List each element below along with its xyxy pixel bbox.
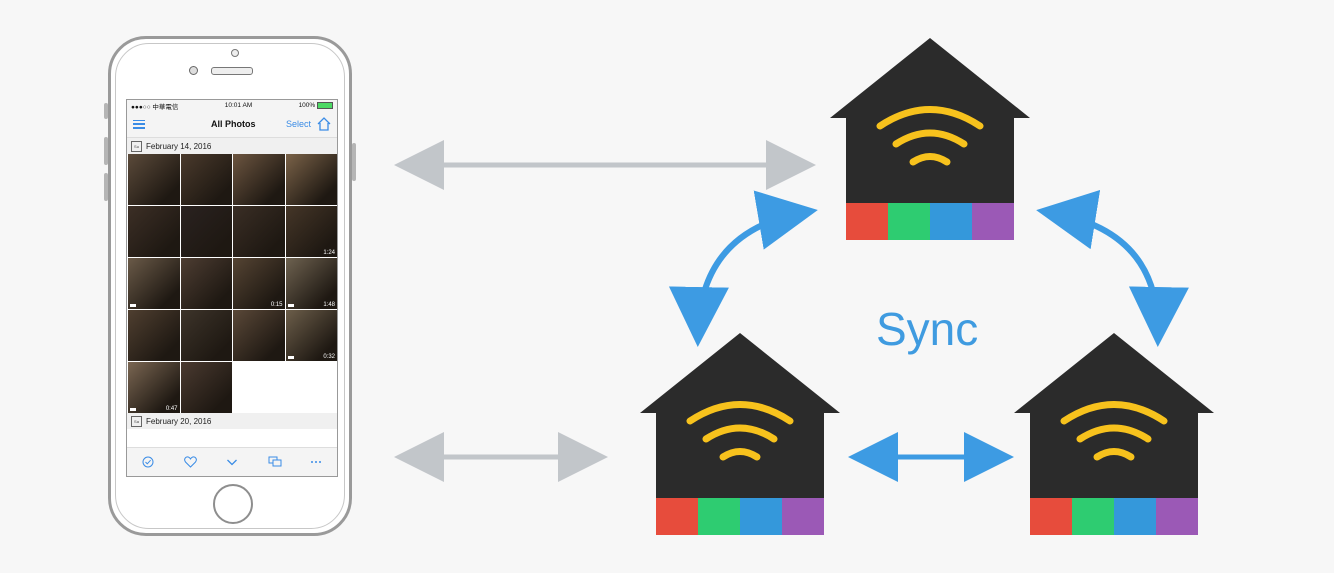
- phone-screen: ●●●○○ 中華電信 10:01 AM 100% All Photos Sele…: [126, 99, 338, 477]
- sync-arrow-top-right: [1036, 190, 1189, 347]
- speech-bubbles-icon[interactable]: [268, 456, 282, 468]
- front-camera: [189, 66, 198, 75]
- calendar-icon: Su: [131, 140, 142, 152]
- battery-label: 100%: [298, 102, 316, 110]
- video-duration: 0:47: [165, 406, 178, 412]
- photo-grid: 1:24 0:15 1:48 0:32 0:47: [127, 154, 337, 413]
- section-date: February 14, 2016: [146, 141, 212, 151]
- battery-indicator: 100%: [298, 101, 333, 110]
- photo-thumbnail[interactable]: 0:32: [285, 310, 337, 361]
- photo-thumbnail[interactable]: [180, 258, 232, 309]
- phone-volume-down: [104, 173, 108, 201]
- empty-cell: [233, 362, 285, 413]
- phone-side-button: [104, 103, 108, 119]
- photo-thumbnail[interactable]: 0:47: [128, 362, 180, 413]
- photo-thumbnail[interactable]: [180, 362, 232, 413]
- section-header-feb20: Sa February 20, 2016: [127, 413, 337, 429]
- photo-thumbnail[interactable]: [233, 154, 285, 205]
- clock-label: 10:01 AM: [224, 102, 253, 109]
- video-duration: 1:48: [323, 302, 335, 308]
- photo-thumbnail[interactable]: 0:15: [233, 258, 285, 309]
- video-duration: 1:24: [323, 250, 335, 256]
- photo-thumbnail[interactable]: 1:48: [285, 258, 337, 309]
- hamburger-icon[interactable]: [133, 119, 145, 129]
- photo-thumbnail[interactable]: [128, 154, 180, 205]
- photo-thumbnail[interactable]: [128, 258, 180, 309]
- house-bottom-left-icon: [640, 333, 840, 535]
- photo-thumbnail[interactable]: [233, 310, 285, 361]
- speaker-grille: [211, 67, 253, 75]
- earpiece-dot: [231, 49, 239, 57]
- section-date: February 20, 2016: [146, 416, 212, 426]
- section-header-feb14: Su February 14, 2016: [127, 138, 337, 154]
- photo-thumbnail[interactable]: [233, 206, 285, 257]
- photo-thumbnail[interactable]: 1:24: [285, 206, 337, 257]
- photo-thumbnail[interactable]: [180, 206, 232, 257]
- phone-volume-up: [104, 137, 108, 165]
- carrier-label: ●●●○○ 中華電信: [131, 103, 179, 111]
- photo-thumbnail[interactable]: [180, 154, 232, 205]
- sync-arrow-top-left: [668, 190, 818, 347]
- video-camera-icon: [287, 304, 294, 307]
- empty-cell: [285, 362, 337, 413]
- bottom-toolbar: [127, 447, 337, 476]
- nav-title: All Photos: [211, 119, 256, 129]
- check-circle-icon[interactable]: [142, 456, 154, 468]
- home-button[interactable]: [213, 484, 253, 524]
- heart-icon[interactable]: [184, 456, 197, 468]
- phone-bezel: [115, 43, 345, 529]
- chevron-down-icon[interactable]: [226, 456, 238, 468]
- video-camera-icon: [130, 304, 136, 307]
- photo-thumbnail[interactable]: [285, 154, 337, 205]
- photo-thumbnail[interactable]: [180, 310, 232, 361]
- photo-thumbnail[interactable]: [128, 310, 180, 361]
- battery-icon: [317, 101, 333, 109]
- phone-power-button: [352, 143, 356, 181]
- house-top-icon: [830, 38, 1030, 240]
- house-bottom-right-icon: [1014, 333, 1214, 535]
- video-camera-icon: [130, 408, 136, 411]
- sync-label: Sync: [876, 303, 979, 355]
- status-bar: ●●●○○ 中華電信 10:01 AM 100%: [127, 100, 337, 111]
- video-camera-icon: [287, 356, 294, 359]
- video-duration: 0:32: [323, 354, 335, 360]
- video-duration: 0:15: [270, 302, 283, 308]
- more-icon[interactable]: [310, 456, 322, 468]
- select-button[interactable]: Select: [285, 119, 311, 129]
- home-icon[interactable]: [317, 117, 331, 131]
- calendar-icon: Sa: [131, 415, 142, 427]
- nav-bar: All Photos Select: [127, 111, 337, 138]
- iphone-device: ●●●○○ 中華電信 10:01 AM 100% All Photos Sele…: [104, 36, 356, 536]
- photo-thumbnail[interactable]: [128, 206, 180, 257]
